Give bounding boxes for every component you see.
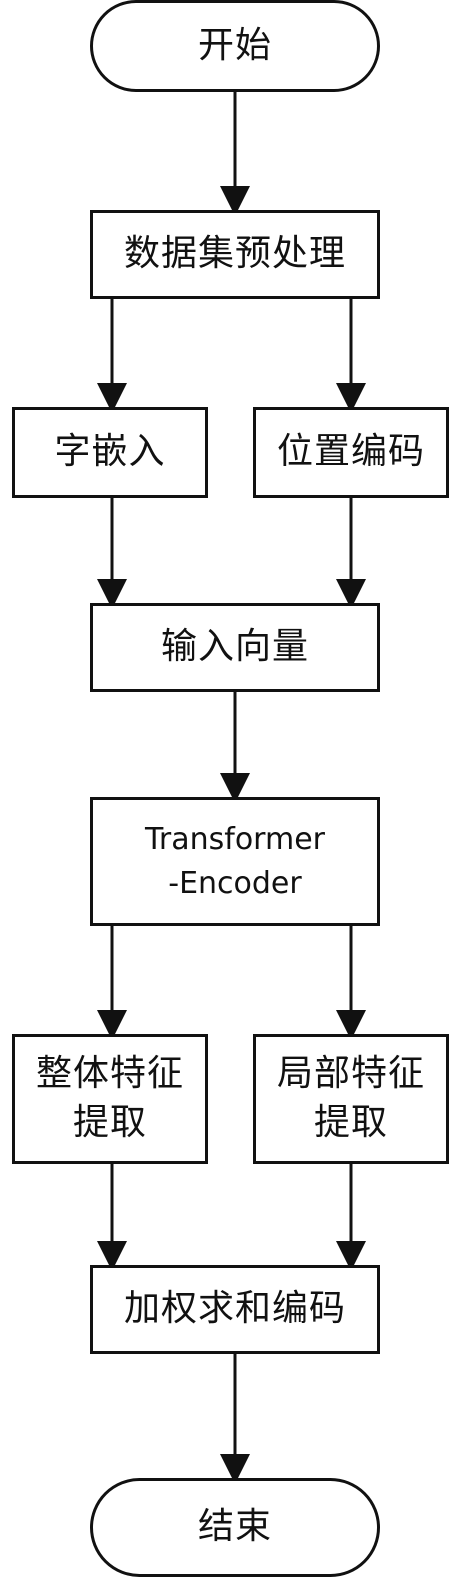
position-encoding-label: 位置编码 — [276, 431, 425, 473]
global-feature-label-group: 整体特征 提取 — [36, 1050, 184, 1147]
preprocess-label: 数据集预处理 — [123, 233, 346, 275]
end-label: 结束 — [197, 1506, 272, 1548]
input-vector-label: 输入向量 — [160, 626, 309, 668]
start-node: 开始 — [90, 0, 380, 92]
char-embedding-label: 字嵌入 — [54, 431, 166, 473]
encoder-label-group: Transformer -Encoder — [145, 818, 325, 905]
global-feature-node: 整体特征 提取 — [12, 1034, 208, 1164]
preprocess-node: 数据集预处理 — [90, 210, 380, 299]
position-encoding-node: 位置编码 — [253, 407, 449, 498]
local-feature-label-group: 局部特征 提取 — [277, 1050, 425, 1147]
local-feature-label-line2: 提取 — [313, 1102, 388, 1143]
weighted-sum-label: 加权求和编码 — [123, 1288, 346, 1330]
encoder-label-line2: -Encoder — [168, 865, 302, 901]
encoder-label-line1: Transformer — [144, 822, 325, 857]
end-node: 结束 — [90, 1478, 380, 1577]
input-vector-node: 输入向量 — [90, 603, 380, 692]
weighted-sum-node: 加权求和编码 — [90, 1265, 380, 1354]
local-feature-label-line1: 局部特征 — [276, 1053, 425, 1095]
start-label: 开始 — [197, 24, 272, 66]
global-feature-label-line2: 提取 — [72, 1102, 147, 1143]
global-feature-label-line1: 整体特征 — [35, 1053, 184, 1095]
encoder-node: Transformer -Encoder — [90, 797, 380, 926]
local-feature-node: 局部特征 提取 — [253, 1034, 449, 1164]
char-embedding-node: 字嵌入 — [12, 407, 208, 498]
